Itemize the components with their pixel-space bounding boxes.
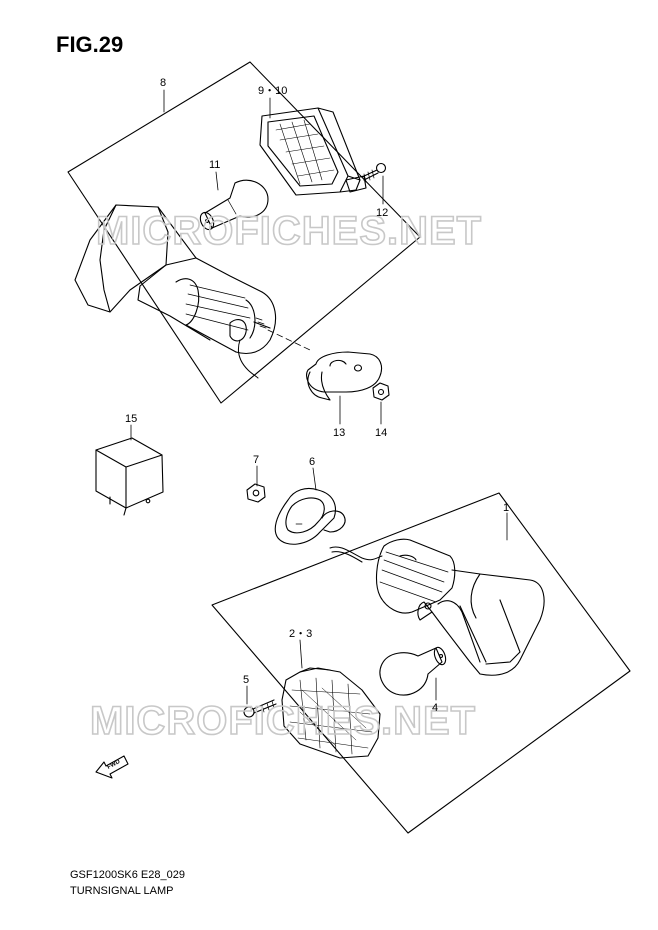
upper-lens-housing	[259, 107, 367, 196]
callout-14: 14	[375, 427, 387, 439]
watermark-upper: MICROFICHES.NET	[96, 209, 482, 253]
callout-1: 1	[503, 502, 509, 514]
bulb-4	[379, 646, 447, 696]
leader-lines	[130, 89, 508, 705]
fwd-arrow	[95, 755, 129, 779]
callout-15: 15	[125, 413, 137, 425]
upper-assembly-box	[67, 61, 421, 404]
screw-12	[361, 162, 387, 183]
upper-lamp-body	[74, 204, 277, 379]
nut-14	[372, 382, 390, 401]
relay-15	[95, 437, 164, 516]
callout-5: 5	[243, 674, 249, 686]
watermark-lower: MICROFICHES.NET	[90, 699, 476, 743]
screw-5	[243, 699, 277, 718]
figure-code: GSF1200SK6 E28_029	[70, 869, 185, 881]
callout-12: 12	[376, 207, 388, 219]
callout-2-3: 2・3	[289, 628, 312, 640]
gasket-13	[306, 351, 383, 401]
bulb-11	[199, 179, 269, 231]
callout-9-10: 9・10	[258, 85, 287, 97]
lower-assembly-box	[211, 492, 631, 834]
callout-4: 4	[432, 702, 438, 714]
callout-7: 7	[253, 454, 259, 466]
figure-name: TURNSIGNAL LAMP	[70, 885, 174, 897]
gasket-6	[274, 487, 346, 545]
callout-8: 8	[160, 77, 166, 89]
figure-title: FIG.29	[56, 32, 124, 57]
dashed-guide-upper	[267, 329, 311, 351]
nut-7	[246, 483, 266, 503]
callout-13: 13	[333, 427, 345, 439]
lower-lamp-body	[329, 538, 545, 676]
lower-lens	[281, 667, 381, 759]
callout-6: 6	[309, 456, 315, 468]
callout-11: 11	[209, 159, 220, 171]
